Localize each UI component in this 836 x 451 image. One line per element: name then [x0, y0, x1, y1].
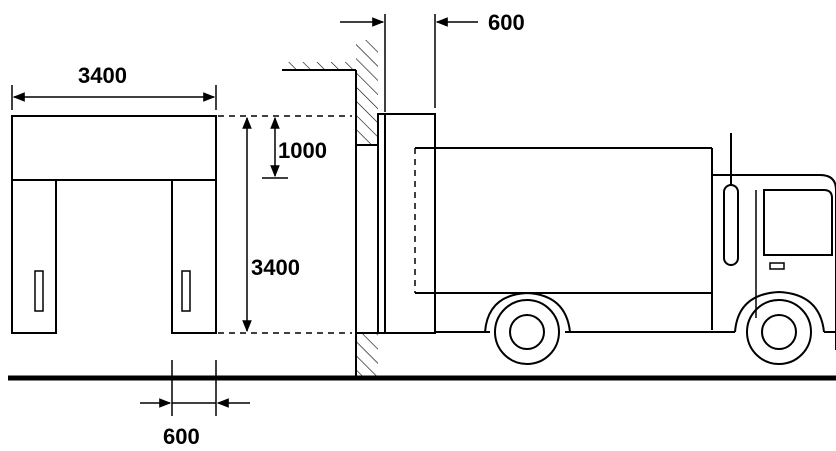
- seal-projection-dimension: 600: [340, 10, 525, 112]
- side-curtain-width-dimension: 600: [140, 360, 250, 449]
- exhaust-stack: [723, 184, 739, 266]
- front-wheel: [746, 299, 812, 365]
- seal-width-dimension: 3400: [11, 63, 217, 110]
- seal-height-label: 3400: [251, 255, 300, 280]
- side-view-seal: [377, 113, 436, 334]
- front-view-dock-seal: [11, 115, 217, 334]
- side-curtain-width-label: 600: [163, 424, 200, 449]
- building-wall: [282, 40, 378, 378]
- top-curtain-label: 1000: [278, 138, 327, 163]
- seal-height-dimension: 3400: [218, 115, 352, 334]
- right-pad-slot: [181, 270, 191, 312]
- truck: [414, 133, 836, 365]
- seal-width-label: 3400: [78, 63, 127, 88]
- top-curtain-dimension: 1000: [262, 116, 327, 179]
- rear-wheel: [494, 299, 560, 365]
- seal-projection-label: 600: [488, 10, 525, 35]
- left-pad-slot: [34, 270, 44, 312]
